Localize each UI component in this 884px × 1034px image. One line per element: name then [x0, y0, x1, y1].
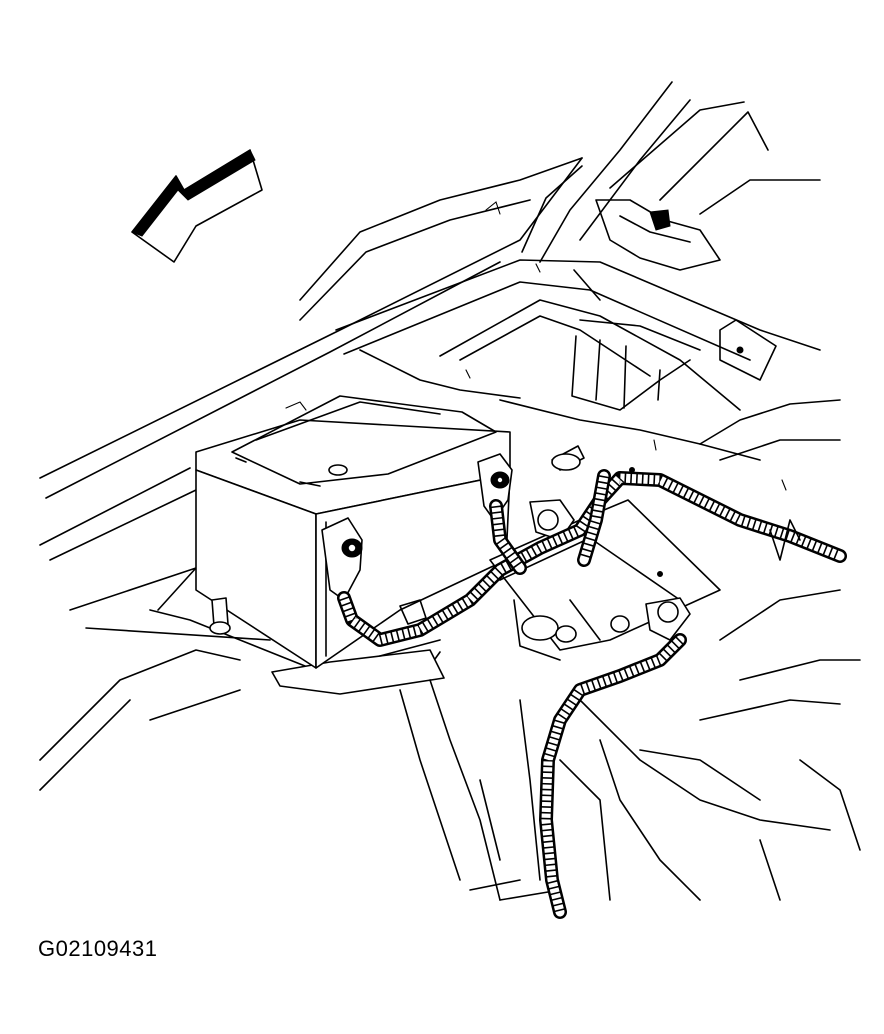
wiring-harness — [337, 469, 847, 919]
fender-panel-lines — [39, 81, 821, 791]
battery — [195, 395, 511, 669]
cowl-plenum-structure — [335, 199, 841, 491]
hold-down-bolt — [209, 597, 231, 635]
lower-structure-lines — [479, 589, 861, 901]
battery-negative-terminal — [477, 453, 513, 521]
figure-id-label: G02109431 — [38, 936, 158, 961]
forward-direction-arrow-icon — [131, 149, 263, 263]
battery-tray — [149, 609, 561, 901]
battery-positive-terminal — [321, 517, 363, 601]
